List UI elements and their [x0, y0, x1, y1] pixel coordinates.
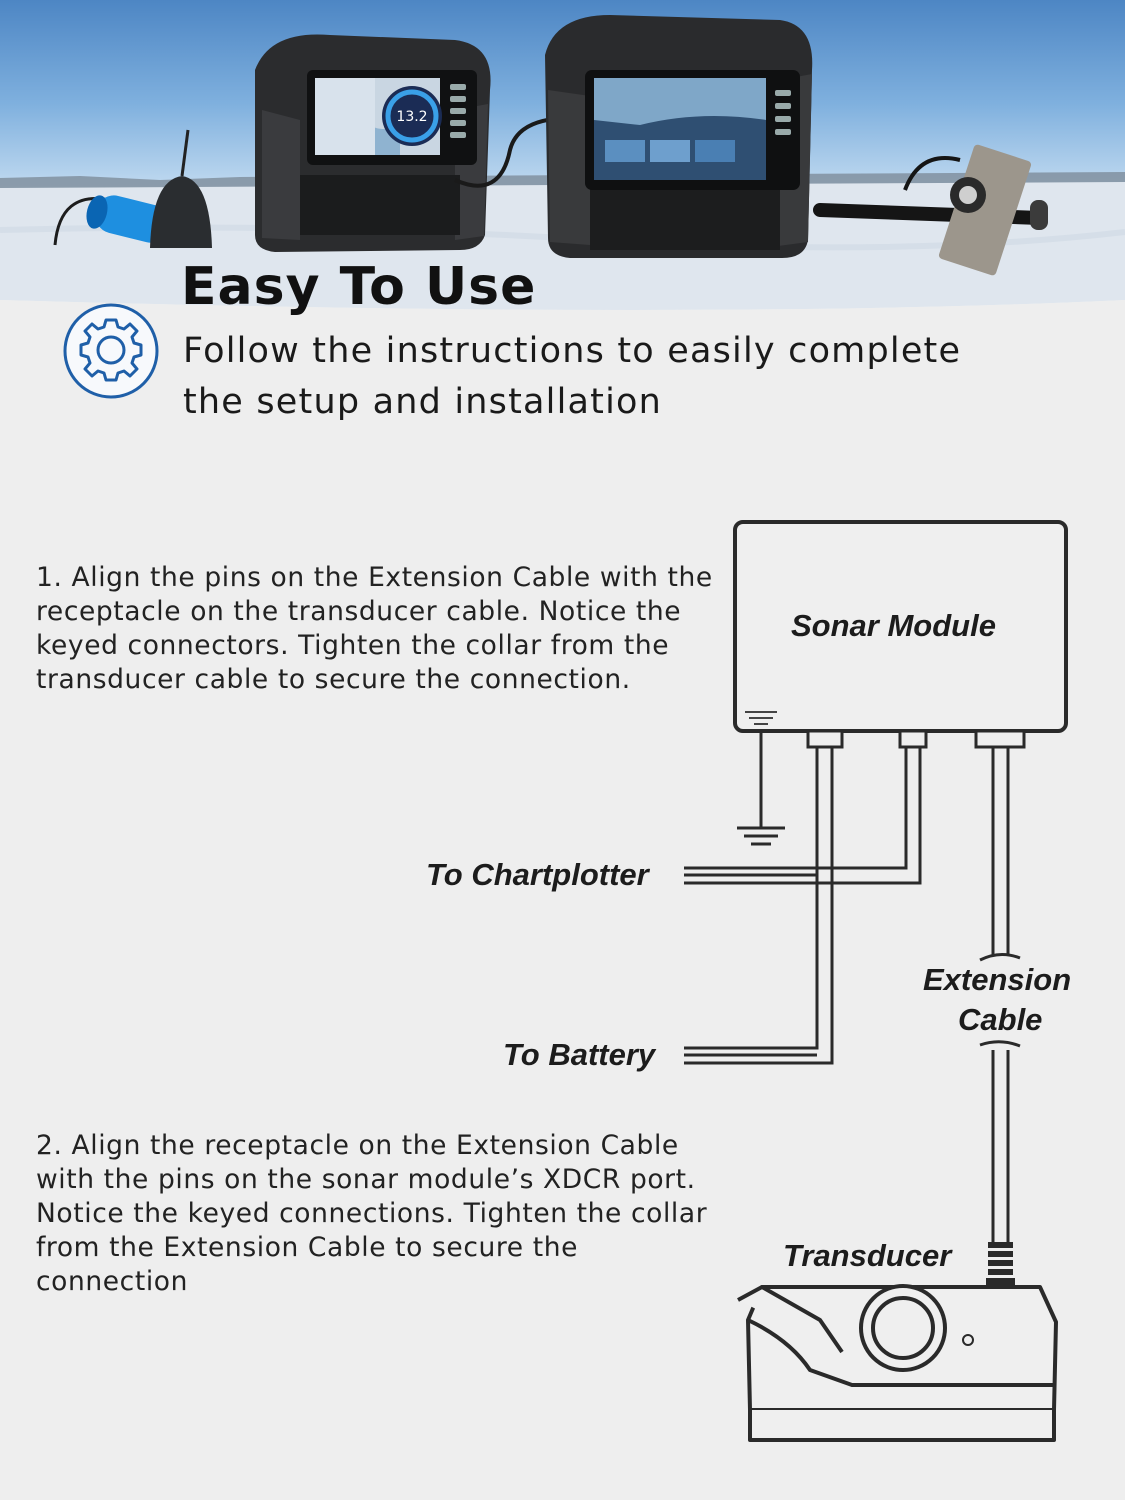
battery-cable [684, 747, 834, 1065]
chartplotter-cable [684, 747, 922, 885]
page-title: Easy To Use [181, 257, 537, 317]
extension-cable-label-line1: Extension [923, 962, 1072, 997]
extension-cable [979, 747, 1021, 1242]
transducer-body [737, 1284, 1058, 1442]
to-chartplotter-label: To Chartplotter [426, 857, 649, 892]
transducer-connector [986, 1242, 1015, 1288]
transducer-pole-mount [813, 144, 1048, 276]
ground-mark [745, 711, 777, 725]
depth-reading: 13.2 [396, 109, 427, 125]
gear-badge [62, 302, 160, 400]
to-battery-label: To Battery [503, 1037, 656, 1072]
step-2-instructions: 2. Align the receptacle on the Extension… [36, 1130, 708, 1297]
sonar-module-label: Sonar Module [791, 608, 996, 643]
hero-photo: 13.2 [0, 0, 1125, 470]
gear-icon [63, 303, 159, 399]
step-1-instructions: 1. Align the pins on the Extension Cable… [36, 562, 713, 695]
ground-symbol [737, 826, 785, 846]
page-subtitle: Follow the instructions to easily comple… [183, 331, 962, 422]
fishfinder-display-left: 13.2 [307, 70, 477, 165]
extension-cable-label-line2: Cable [958, 1002, 1043, 1037]
module-ports [806, 729, 1026, 749]
transducer-puck [150, 129, 212, 248]
ice-fishing-scene: 13.2 [0, 15, 1125, 470]
fishfinder-display-right [585, 70, 800, 190]
transducer-label: Transducer [783, 1238, 952, 1273]
